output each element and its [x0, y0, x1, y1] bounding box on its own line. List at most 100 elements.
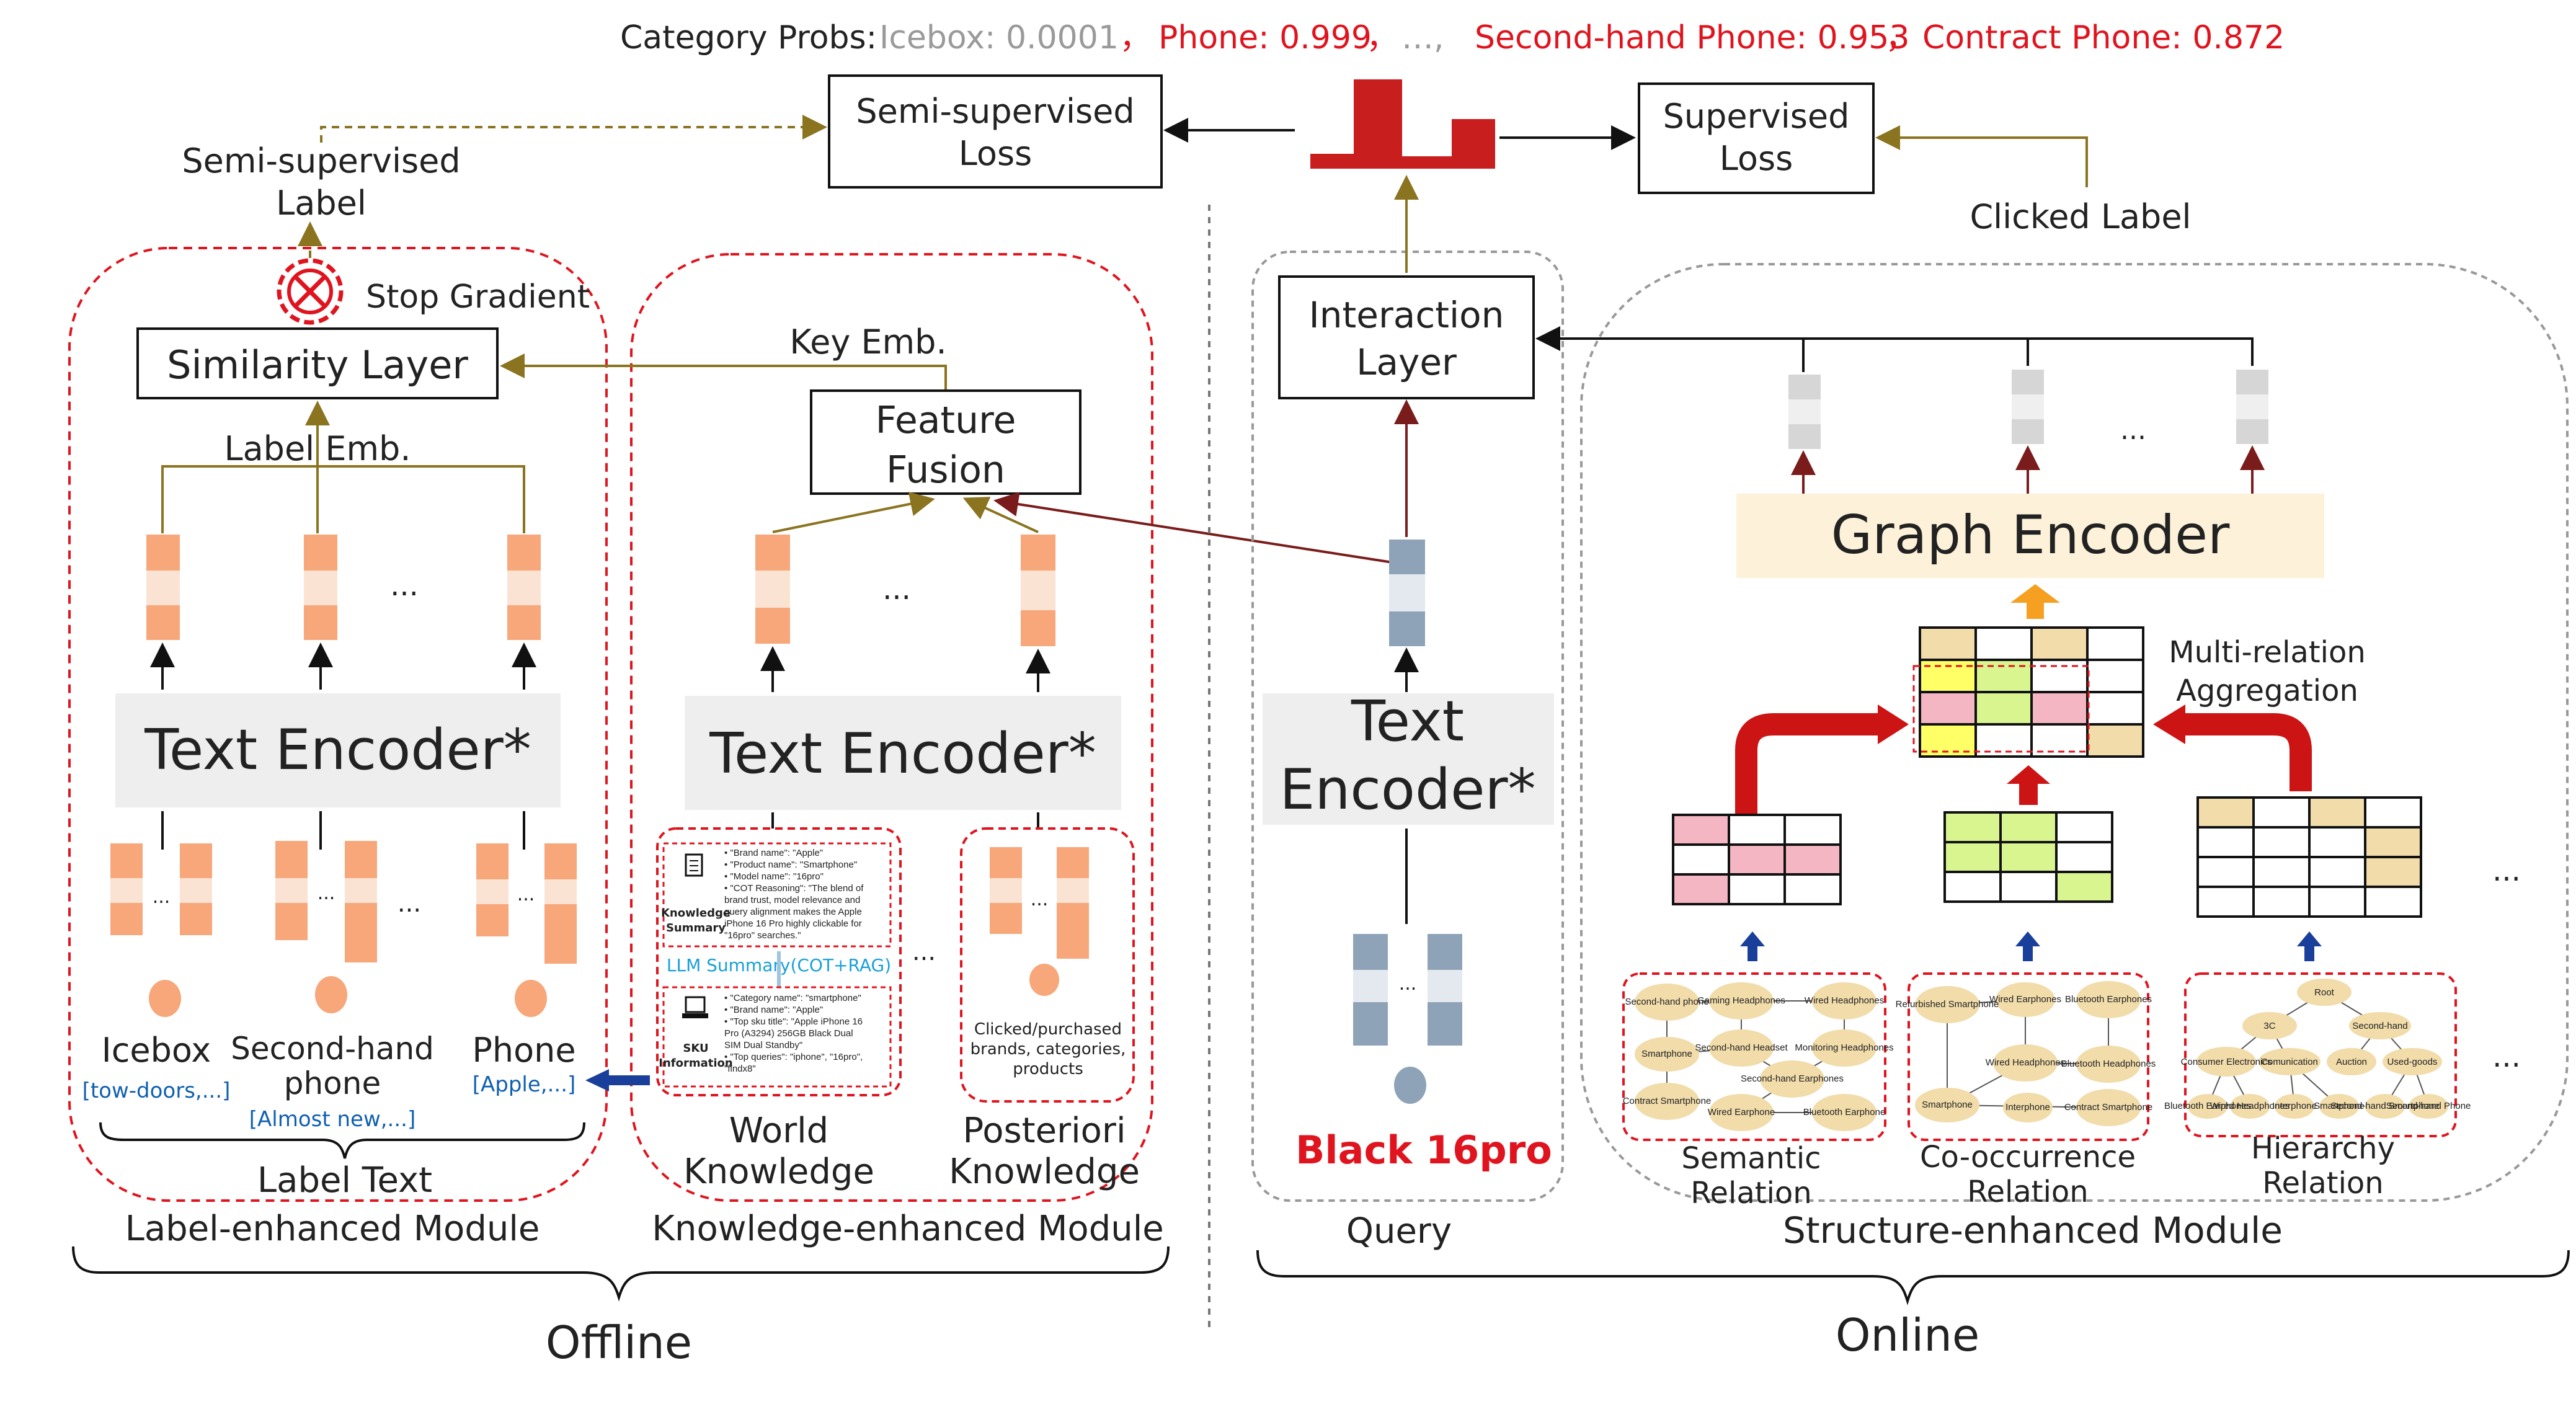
knowledge-embedding-2 — [1021, 535, 1055, 646]
sku-label-2: Information — [659, 1057, 732, 1070]
posteriori-text-3: products — [1013, 1060, 1083, 1078]
svg-text:Second-hand: Second-hand — [2352, 1021, 2407, 1031]
svg-text:• "Top sku title": "Apple iPho: • "Top sku title": "Apple iPhone 16 — [724, 1016, 863, 1027]
svg-text:Smartphone: Smartphone — [2314, 1101, 2365, 1111]
posteriori-knowledge-frame — [960, 827, 1135, 1103]
similarity-layer-box — [136, 327, 499, 399]
document-icon — [685, 853, 703, 877]
svg-text:• "Top queries": "iphone", "16: • "Top queries": "iphone", "16pro", — [724, 1052, 863, 1062]
prob-ellipsis: …, — [1401, 19, 1444, 56]
cooc-arrowhead — [2007, 765, 2050, 784]
graph-embedding-1 — [1788, 375, 1821, 449]
svg-text:"16pro" searches.": "16pro" searches." — [724, 930, 801, 941]
svg-text:Second-hand Phone: Second-hand Phone — [2386, 1101, 2471, 1111]
structure-side-dots-1: ... — [2492, 853, 2521, 888]
knowledge-module-title: Knowledge-enhanced Module — [652, 1209, 1164, 1249]
hierarchy-arrowhead — [2153, 704, 2185, 744]
cooc-graph-labels: Refurbished Smartphone Wired Earphones B… — [1896, 994, 2156, 1113]
svg-text:• "Brand name": "Apple": • "Brand name": "Apple" — [724, 1005, 823, 1015]
hier-line2: Relation — [2262, 1166, 2383, 1201]
prob-bar-4 — [1452, 119, 1495, 169]
svg-text:• "Category name": "smartphone: • "Category name": "smartphone" — [724, 993, 861, 1003]
graph-encoder-label: Graph Encoder — [1831, 504, 2230, 566]
svg-text:Interphone: Interphone — [2272, 1101, 2317, 1111]
knowledge-ellipsis: ... — [912, 938, 936, 966]
label-embedding-1 — [146, 535, 180, 640]
hier-graph-frame — [2184, 972, 2457, 1137]
key-emb-arrow — [500, 353, 947, 389]
online-brace — [1256, 1250, 2570, 1305]
svg-text:iPhone 16 Pro highly clickable: iPhone 16 Pro highly clickable for — [724, 918, 862, 929]
knowledge-summary-label-1: Knowledge — [661, 907, 731, 920]
svg-text:Second-hand Headset: Second-hand Headset — [1695, 1042, 1788, 1053]
svg-text:...: ... — [318, 882, 335, 904]
posteriori-text-1: Clicked/purchased — [974, 1020, 1122, 1039]
clicked-label-arrow — [1875, 125, 2088, 187]
knowledge-emb-ellipsis: ... — [882, 572, 911, 606]
posteriori-text-2: brands, categories, — [970, 1040, 1126, 1059]
offline-brace — [72, 1246, 1170, 1302]
svg-text:SIM Dual Standby": SIM Dual Standby" — [724, 1040, 802, 1051]
svg-text:Second-hand phone: Second-hand phone — [1625, 997, 1708, 1007]
query-encoder-line1: Text — [1351, 689, 1464, 754]
cooc-to-agg-arrow — [2019, 783, 2038, 805]
label-emb-ellipsis: ... — [390, 568, 419, 603]
prob-bar-3 — [1402, 156, 1452, 169]
svg-text:Wired Headphones: Wired Headphones — [1986, 1057, 2065, 1068]
world-knowledge-line2: Knowledge — [683, 1152, 874, 1192]
label-token-ellipsis: ... — [398, 889, 421, 918]
posteriori-tokens: ... — [990, 847, 1089, 996]
svg-text:Refurbished Smartphone: Refurbished Smartphone — [1896, 999, 1999, 1010]
svg-text:Wired Earphones: Wired Earphones — [1989, 994, 2061, 1005]
svg-text:Wired Headphones: Wired Headphones — [2210, 1101, 2290, 1111]
query-tokens: ... — [1353, 934, 1462, 1104]
svg-text:• "COT Reasoning": "The blend: • "COT Reasoning": "The blend of — [724, 883, 864, 894]
aggregation-up-arrow — [2010, 584, 2060, 619]
semantic-line1: Semantic — [1681, 1141, 1821, 1176]
svg-text:Bluetooth Earphones: Bluetooth Earphones — [2164, 1101, 2251, 1111]
hierarchy-matrix — [2196, 796, 2422, 918]
posteriori-line2: Knowledge — [949, 1152, 1140, 1192]
supervised-loss-box — [1638, 82, 1875, 194]
label-second-hand-attr: [Almost new,...] — [249, 1107, 416, 1132]
fusion-line2: Fusion — [886, 448, 1005, 492]
hier-graph-nodes — [2188, 979, 2448, 1119]
knowledge-summary-label-2: Summary — [666, 922, 726, 935]
interaction-line2: Layer — [1356, 341, 1457, 383]
graph-encoder-box — [1736, 494, 2324, 578]
interaction-line1: Interaction — [1309, 294, 1504, 336]
structure-module-title: Structure-enhanced Module — [1783, 1209, 2283, 1251]
prob-sep-1: ， — [1119, 19, 1152, 56]
svg-text:Wired Earphone: Wired Earphone — [1708, 1107, 1775, 1117]
cooc-graph-frame — [1908, 972, 2149, 1141]
sku-info-card — [662, 986, 892, 1088]
label-emb-label: Label Emb. — [224, 429, 411, 468]
semantic-arrowhead — [1878, 704, 1909, 744]
world-to-fusion-arrow — [772, 491, 935, 533]
similarity-layer-label: Similarity Layer — [167, 342, 468, 388]
svg-text:Pro (A3294) 256GB Black Dual: Pro (A3294) 256GB Black Dual — [724, 1028, 853, 1039]
graph-embedding-2 — [2012, 370, 2044, 444]
semi-label-to-loss-arrow — [320, 115, 827, 143]
svg-text:Second-hand Smartphone: Second-hand Smartphone — [2330, 1101, 2439, 1111]
knowledge-summary-text: • "Brand name": "Apple" • "Product name"… — [724, 848, 864, 941]
query-text: Black 16pro — [1295, 1127, 1552, 1173]
prob-sep-3: ， — [1885, 19, 1917, 56]
key-emb-label: Key Emb. — [789, 322, 946, 362]
svg-text:query alignment makes the Appl: query alignment makes the Apple — [724, 907, 862, 917]
label-second-hand-2: phone — [284, 1065, 381, 1101]
svg-text:Consumer Electronics: Consumer Electronics — [2181, 1057, 2272, 1067]
probability-bars — [1310, 79, 1495, 169]
posteriori-line1: Posteriori — [962, 1111, 1126, 1151]
label-second-hand-1: Second-hand — [231, 1031, 434, 1067]
computer-icon — [682, 996, 708, 1018]
label-text-encoder-label: Text Encoder* — [144, 718, 531, 783]
semi-loss-line1: Semi-supervised — [856, 92, 1134, 131]
offline-label: Offline — [546, 1317, 692, 1369]
graph-emb-ellipsis: ... — [2120, 414, 2146, 446]
structure-module-frame — [1580, 263, 2569, 1202]
label-tokens-second-hand: ... — [275, 841, 377, 1013]
semantic-matrix — [1672, 814, 1842, 905]
svg-text:• "Brand name": "Apple": • "Brand name": "Apple" — [724, 848, 823, 858]
